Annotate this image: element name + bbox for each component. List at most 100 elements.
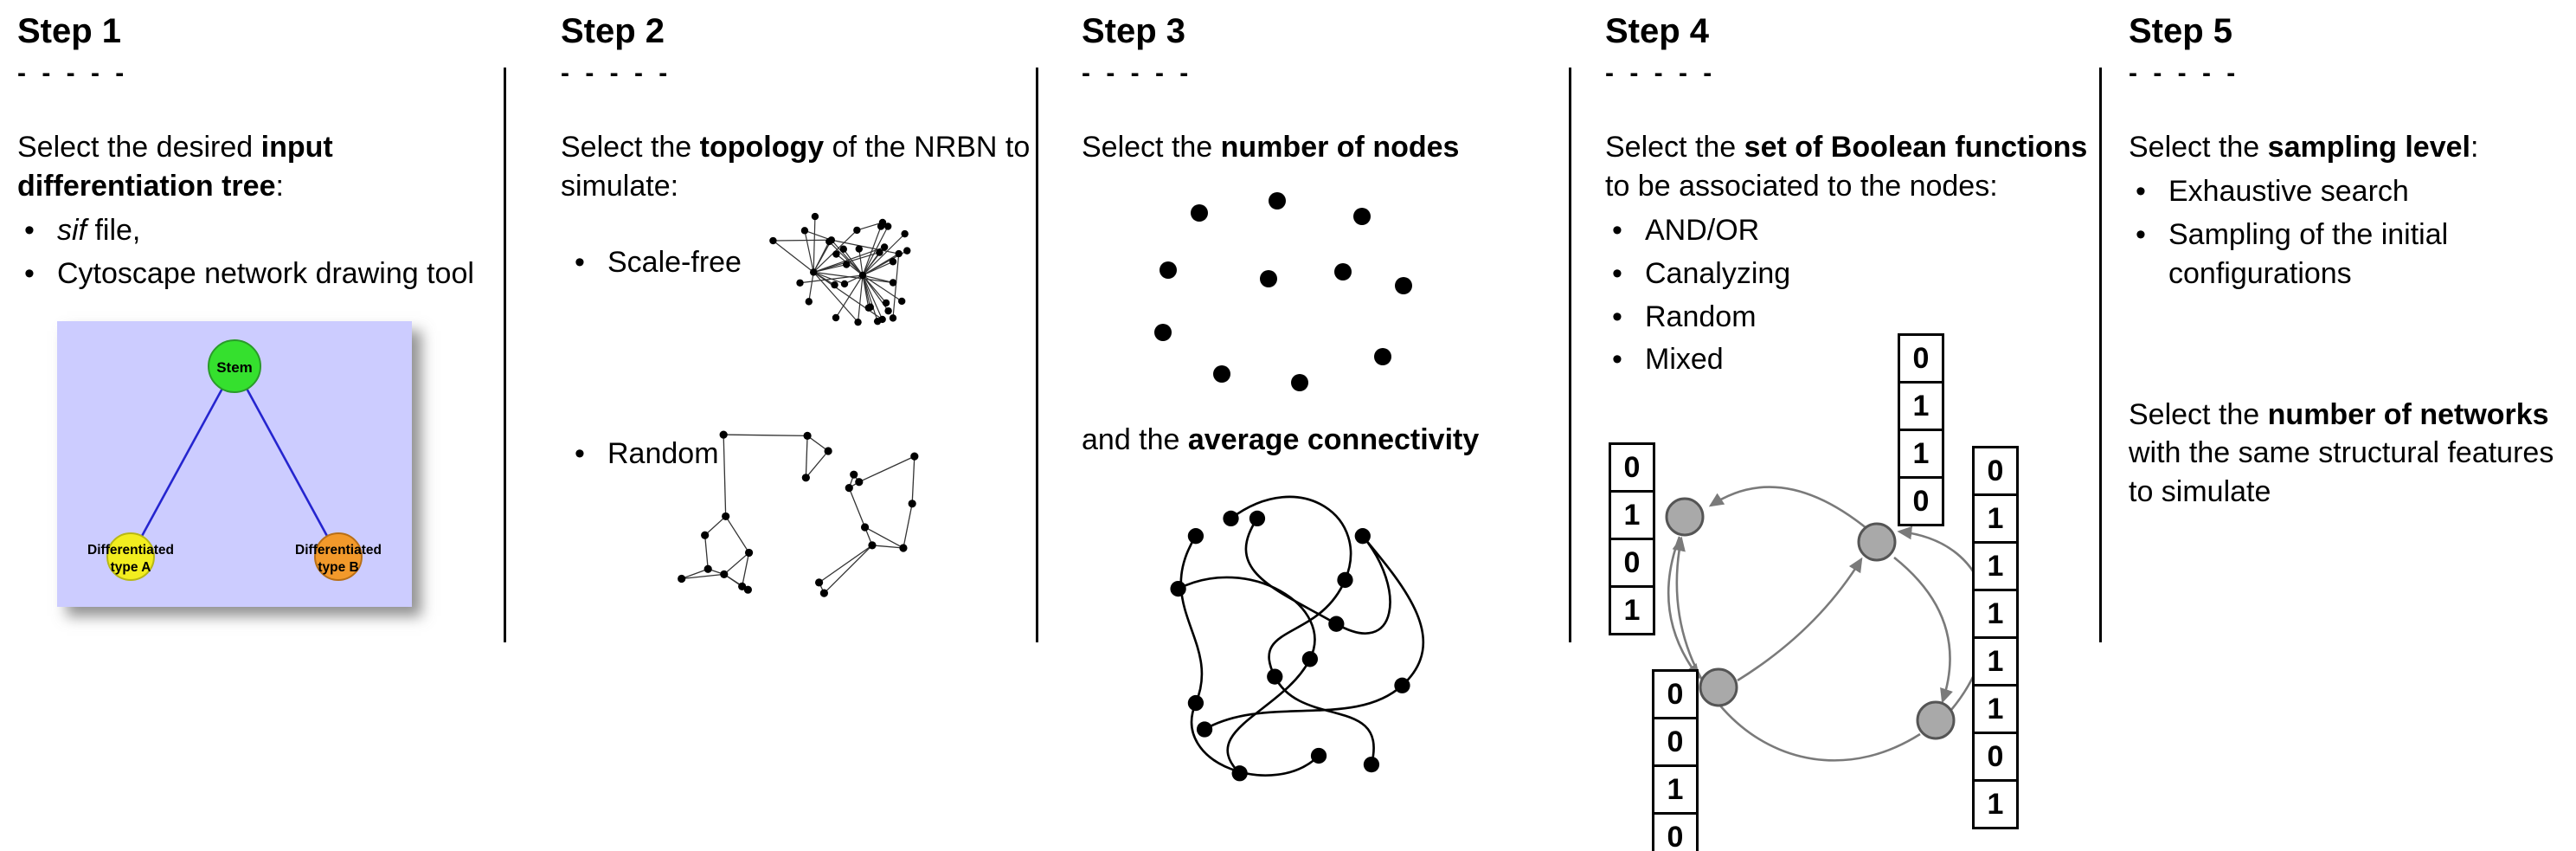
text-segment: with the same structural features to sim… [2129,436,2554,509]
step-1-bullet-list: • sif file, • Cytoscape network drawing … [17,211,495,293]
bullet-label: Exhaustive search [2168,174,2409,208]
truth-table-cell: 1 [1972,493,2019,544]
connectivity-tangle-illustration [1170,495,1425,782]
column-divider [504,68,506,642]
boolean-network-illustration [1665,486,1988,762]
truth-table-cell: 0 [1972,732,2019,782]
network-node [1916,700,1956,740]
list-item: • Canalyzing [1605,255,1865,293]
column-divider [1036,68,1038,642]
random-network-illustration [678,430,919,597]
bullet-label: Random [1645,300,1757,333]
text-segment: Select the [2129,397,2268,431]
network-arrow [1672,536,1921,762]
text-segment: Select the [2129,131,2268,164]
network-arrow [1667,536,1700,680]
column-divider [1569,68,1571,642]
bullet-label: Canalyzing [1645,256,1791,290]
text-segment: : [2470,131,2479,164]
truth-table-cell: 0 [1652,717,1699,767]
step-5-dashes: - - - - - [2129,59,2240,87]
text-segment: number of networks [2267,397,2549,431]
bullet-marker: • [24,213,35,247]
bullet-label: Sampling of the initial configurations [2168,217,2449,290]
step-4-dashes: - - - - - [1605,59,1717,87]
differentiated-a-label-line2: type A [111,560,151,575]
text-segment: topology [699,131,825,164]
bullet-marker: • [2136,217,2146,251]
bullet-label: Scale-free [607,246,742,279]
step-5-intro: Select the sampling level: [2129,128,2568,167]
differentiated-b-node [314,532,363,581]
list-item: • Random [1605,298,1865,337]
differentiated-a-node [106,532,155,581]
bullet-marker: • [24,256,35,290]
step-1-dashes: - - - - - [17,59,129,87]
bullet-marker: • [1612,300,1622,333]
text-segment: number of nodes [1220,131,1460,164]
text-segment: to be associated to the nodes: [1605,169,1998,203]
step-5-column: Step 5 - - - - - Select the sampling lev… [2129,12,2568,512]
differentiated-b-label-line1: Differentiated [295,543,382,558]
bullet-marker: • [575,246,585,279]
truth-table-cell: 1 [1609,490,1655,540]
bullet-label: Random [607,437,719,470]
network-arrow [1737,557,1863,682]
truth-table-cell: 1 [1972,636,2019,687]
text-segment: of the NRBN to simulate: [561,131,1031,203]
differentiation-tree-illustration: Stem Differentiated type A Differentiate… [57,320,412,607]
step-4-intro: Select the set of Boolean functions to b… [1605,128,2095,206]
truth-table-cell: 1 [1652,764,1699,815]
step-2-title: Step 2 [561,12,665,50]
bullet-marker: • [2136,174,2146,208]
network-arrow [1708,486,1873,533]
list-item: • AND/OR [1605,211,1865,250]
step-1-column: Step 1 - - - - - Select the desired inpu… [17,12,495,607]
scale-free-network-illustration [769,212,911,326]
truth-table-cell: 1 [1609,585,1655,635]
list-item: • sif file, [17,211,495,250]
differentiated-b-label-line2: type B [318,560,358,575]
step-4-bullet-list: • AND/OR • Canalyzing • Random • Mixed [1605,211,1865,380]
text-segment: Select the [561,131,700,164]
column-divider [2099,68,2102,642]
step-3-dashes: - - - - - [1082,59,1193,87]
truth-table-cell: 0 [1609,538,1655,588]
step-2-intro: Select the topology of the NRBN to simul… [561,128,1032,206]
step-5-title: Step 5 [2129,12,2233,50]
text-segment: average connectivity [1187,423,1480,456]
text-segment: sampling level [2267,131,2470,164]
bullet-marker: • [1612,256,1622,290]
list-item: • Exhaustive search [2129,172,2568,211]
step-4-column: Step 4 - - - - - Select the set of Boole… [1605,12,2095,851]
list-item: • Cytoscape network drawing tool [17,255,495,293]
network-node [1665,497,1705,537]
text-segment: sif [57,213,87,247]
list-item: • Random [568,435,793,474]
bullet-label: sif file, [57,211,495,250]
truth-table-cell: 1 [1898,429,1944,479]
step-2-dashes: - - - - - [561,59,672,87]
truth-table-cell: 0 [1609,442,1655,493]
text-segment: input differentiation tree [17,131,333,203]
list-item: • Scale-free [568,243,793,282]
truth-table-cell: 0 [1652,812,1699,851]
tree-edge-a [129,364,236,558]
network-node [1699,667,1738,707]
truth-table-cell: 0 [1898,476,1944,526]
differentiated-a-label-line1: Differentiated [87,543,174,558]
stem-node-label: Stem [216,359,253,376]
truth-table-cell: 0 [1652,669,1699,719]
step-1-intro: Select the desired input differentiation… [17,128,495,206]
text-segment: set of Boolean functions [1744,131,2088,164]
truth-table-cell: 1 [1972,589,2019,639]
truth-table-cell: 0 [1972,446,2019,496]
text-segment: Select the desired [17,131,261,164]
stem-node [208,338,261,393]
step-3-column: Step 3 - - - - - Select the number of no… [1082,12,1564,839]
bullet-label: AND/OR [1645,213,1760,247]
